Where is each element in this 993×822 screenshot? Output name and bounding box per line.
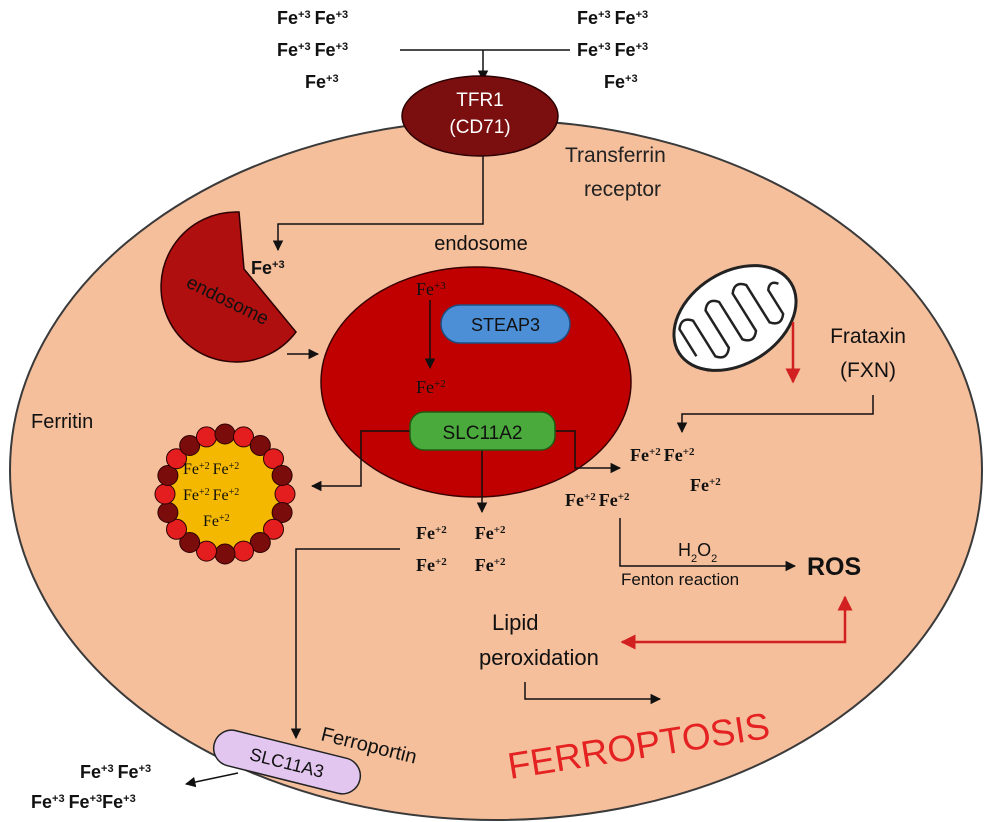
fe2-pool-right-row2: Fe+2	[690, 475, 721, 495]
ferritin-label: Ferritin	[31, 411, 93, 433]
ferritin-subunit	[233, 540, 254, 562]
ferritin-subunit	[166, 518, 187, 540]
ferritin-subunit	[263, 518, 284, 540]
ferritin-subunit	[271, 465, 293, 486]
slc11a2-to-ferritin-arrow	[310, 430, 410, 492]
slc11a2-box	[409, 411, 556, 451]
slc11a3-box	[212, 729, 362, 795]
mitochondrion-icon	[672, 264, 798, 372]
cd71-label: (CD71)	[449, 117, 510, 138]
ferritin-subunit	[249, 435, 271, 456]
fxn-label: (FXN)	[840, 359, 896, 382]
slc11a2-label: SLC11A2	[443, 423, 523, 444]
ferritin-subunit	[196, 540, 217, 562]
ros-label: ROS	[807, 553, 861, 581]
ferritin-subunit	[249, 532, 271, 553]
open-endosome	[160, 211, 297, 363]
fe3-top-right-row3: Fe+3	[604, 72, 638, 92]
ferritin-subunit	[179, 532, 201, 553]
frataxin-label: Frataxin	[830, 325, 906, 348]
ferritin-subunit	[214, 543, 236, 565]
slc11a2-to-fe2-pool-arrow	[555, 430, 622, 474]
fe3-entry: Fe+3	[251, 258, 285, 278]
ferritin-subunit	[154, 483, 176, 505]
fe2-inside-endosome: Fe+2	[416, 377, 446, 397]
h2o2-label: H2O2	[678, 540, 717, 565]
ferritin-subunit	[271, 502, 293, 523]
ferritin-subunit	[274, 483, 296, 505]
lipid-label: Lipid	[492, 610, 538, 635]
endosome-title: endosome	[434, 233, 527, 255]
frataxin-to-fe2-arrow	[676, 395, 874, 434]
ferritin-shell	[154, 423, 296, 565]
ferritin-subunit	[157, 465, 179, 486]
steap3-label: STEAP3	[471, 315, 540, 335]
fenton-reaction-label: Fenton reaction	[621, 570, 739, 589]
transferrin-receptor-label-1: Transferrin	[565, 144, 666, 167]
ferritin-subunit	[166, 448, 187, 470]
ferritin-subunit	[214, 423, 236, 445]
tfr1-receptor	[401, 75, 559, 157]
ferroportin-export-arrow	[184, 772, 239, 788]
ferritin-subunit	[157, 502, 179, 523]
steap3-box	[440, 304, 571, 344]
export-path-arrow	[290, 548, 400, 740]
ferritin-core	[171, 440, 279, 548]
fenton-reaction-arrow	[619, 518, 797, 572]
lipid-to-ferroptosis-arrow	[524, 682, 662, 705]
tfr1-label: TFR1	[456, 90, 504, 111]
peroxidation-label: peroxidation	[479, 645, 599, 670]
tfr1-to-endosome-arrow	[272, 156, 484, 252]
fe3-top-left-row3: Fe+3	[305, 72, 339, 92]
ferritin-subunit	[233, 426, 254, 448]
transferrin-receptor-label-2: receptor	[584, 178, 661, 201]
ferritin-subunit	[179, 435, 201, 456]
fe3-inside-endosome: Fe+3	[416, 279, 446, 299]
ros-lipid-red-arrow	[620, 595, 853, 650]
endosome	[320, 266, 632, 498]
ferritin-subunit	[263, 448, 284, 470]
ferritin-subunit	[196, 426, 217, 448]
ferritin-core-row3: Fe+2	[203, 513, 230, 531]
